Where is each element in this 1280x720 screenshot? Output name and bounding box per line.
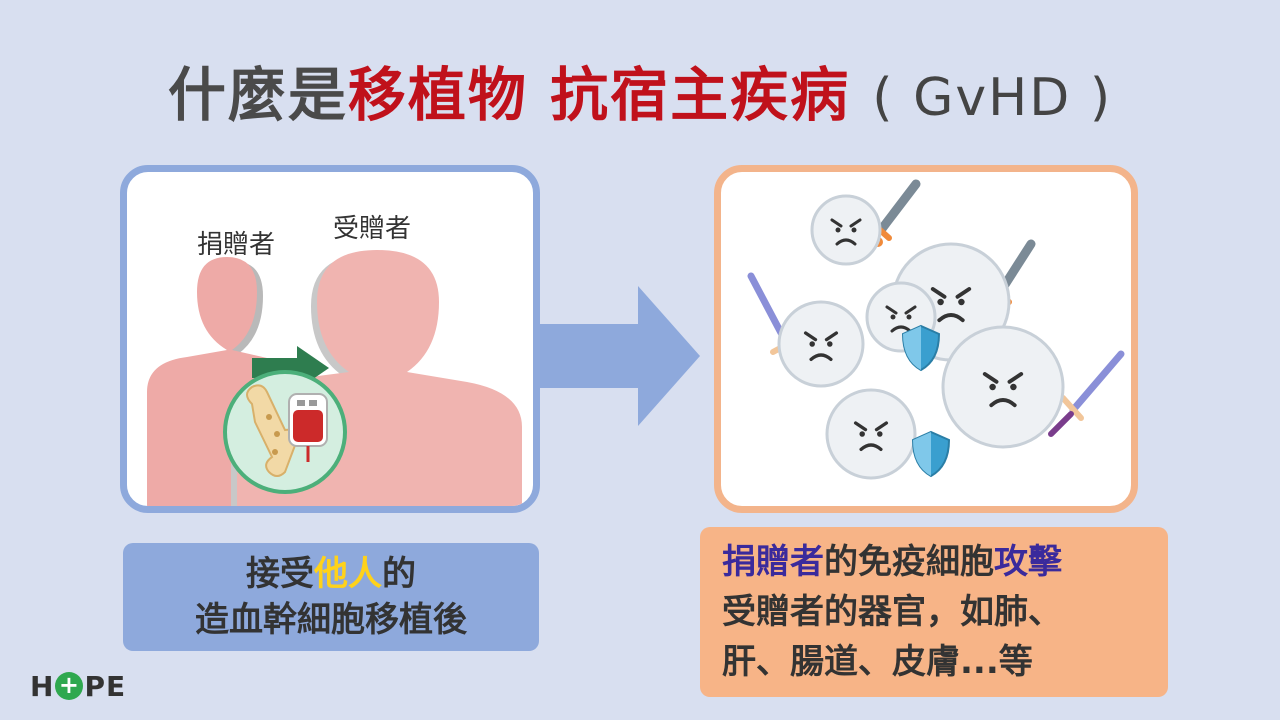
stem-cell-circle	[223, 370, 347, 494]
title-part1: 什麼是	[167, 61, 348, 129]
blood-bag-icon	[288, 393, 328, 462]
immune-cell	[777, 300, 865, 388]
left-caption-line2: 造血幹細胞移植後	[195, 600, 467, 640]
right-caption-line3: 肝、腸道、皮膚...等	[722, 642, 1033, 682]
immune-cell	[810, 194, 882, 266]
immune-cell	[825, 388, 917, 480]
left-caption-line1: 接受他人的	[123, 551, 539, 597]
caption-highlight: 他人	[314, 554, 382, 594]
left-caption: 接受他人的 造血幹細胞移植後	[123, 543, 539, 651]
caption-text: 接受	[246, 554, 314, 594]
caption-highlight: 捐贈者	[722, 542, 824, 582]
immune-cells-illustration	[747, 179, 1125, 480]
caption-text: 的免疫細胞	[824, 542, 994, 582]
process-arrow-icon	[540, 286, 700, 426]
shield-icon	[901, 324, 941, 372]
right-caption-line2: 受贈者的器官，如肺、	[722, 592, 1062, 632]
caption-text: 的	[382, 554, 416, 594]
donor-label: 捐贈者	[197, 230, 276, 260]
right-caption: 捐贈者的免疫細胞攻擊 受贈者的器官，如肺、 肝、腸道、皮膚...等	[700, 527, 1168, 697]
transplant-panel: 捐贈者 受贈者	[120, 165, 540, 513]
immune-attack-panel	[714, 165, 1138, 513]
sword-icon	[1048, 350, 1125, 437]
title-highlight: 移植物 抗宿主疾病	[347, 61, 851, 129]
caption-highlight: 攻擊	[994, 542, 1062, 582]
recipient-label: 受贈者	[333, 214, 412, 244]
donor-recipient-illustration	[147, 250, 522, 506]
logo-text: H	[30, 669, 55, 703]
logo-text: PE	[84, 669, 127, 703]
right-caption-line1: 捐贈者的免疫細胞攻擊	[722, 537, 1168, 587]
shield-icon	[911, 430, 951, 478]
page-title: 什麼是移植物 抗宿主疾病 ( GvHD )	[0, 48, 1280, 132]
title-gvhd: ( GvHD )	[872, 68, 1113, 128]
immune-cell	[941, 325, 1065, 449]
hope-logo: H+PE	[30, 668, 126, 704]
plus-icon: +	[55, 672, 84, 700]
